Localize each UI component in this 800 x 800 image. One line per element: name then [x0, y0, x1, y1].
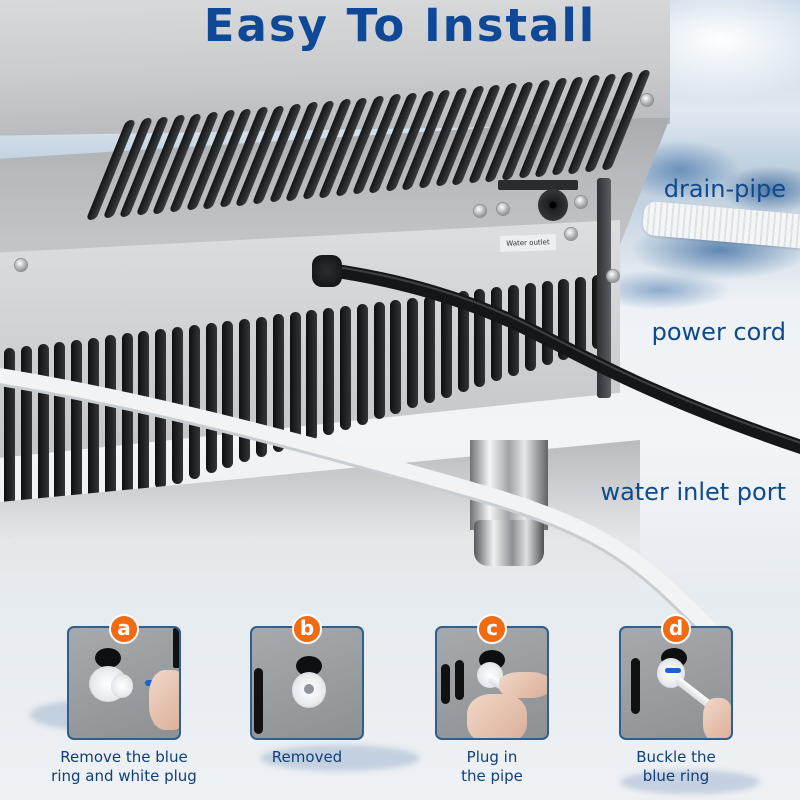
step-caption: Plug in the pipe	[461, 748, 523, 785]
step-caption: Remove the blue ring and white plug	[51, 748, 197, 785]
screw-icon	[497, 203, 509, 215]
vent-slot	[104, 335, 116, 506]
screw-icon	[15, 259, 27, 271]
vent-slot	[457, 291, 469, 393]
screw-icon	[575, 196, 587, 208]
fitting-bore	[304, 684, 314, 694]
vent-slot	[4, 348, 15, 538]
water-outlet-bracket	[498, 180, 578, 190]
callout-water-inlet-port: water inlet port	[600, 478, 786, 506]
vent-slot	[188, 324, 200, 479]
step-photo	[435, 626, 549, 740]
blue-ring	[665, 668, 681, 673]
power-cord	[323, 263, 800, 454]
vent-slot	[289, 312, 301, 447]
vent-slot	[256, 316, 267, 457]
step-c: c Plug in the pipe	[400, 614, 584, 786]
vent-slot	[356, 303, 368, 425]
step-b: b Removed	[215, 614, 399, 767]
step-caption: Removed	[271, 748, 343, 766]
screw-icon	[641, 94, 653, 106]
install-steps: a Remove the blue ring and white plug b …	[0, 614, 800, 800]
white-plug-tip	[111, 674, 133, 698]
step-badge-d: d	[661, 614, 691, 644]
step-badge-a: a	[109, 614, 139, 644]
vent-slot	[558, 278, 570, 360]
water-outlet-cap	[538, 189, 568, 221]
vent-slot	[205, 322, 217, 474]
vent-slot	[239, 318, 251, 463]
power-cord-highlight	[329, 265, 800, 444]
screw-icon	[565, 228, 577, 240]
snow-shadow	[620, 770, 760, 794]
screw-icon	[474, 205, 486, 217]
step-caption: Buckle the blue ring	[636, 748, 716, 785]
vent-slot	[306, 310, 318, 441]
vent-slot	[440, 293, 452, 398]
step-photo	[67, 626, 181, 740]
vent-slot	[222, 320, 234, 468]
vent-slot	[71, 339, 83, 517]
step-badge-b: b	[292, 614, 322, 644]
vent-slot	[254, 668, 263, 734]
hand	[149, 670, 179, 730]
port-hole	[296, 656, 322, 676]
vent-slot	[575, 276, 587, 355]
vent-slot	[121, 333, 133, 501]
vent-slot	[373, 301, 385, 420]
vent-slot	[390, 299, 402, 414]
vent-slot	[407, 297, 419, 409]
port-hole	[95, 648, 121, 668]
callout-drain-pipe: drain-pipe	[663, 175, 786, 203]
machine-side-edge	[597, 178, 611, 398]
screw-icon	[607, 270, 619, 282]
step-photo	[619, 626, 733, 740]
step-photo	[250, 626, 364, 740]
hand	[467, 694, 527, 738]
page-title: Easy To Install	[203, 0, 597, 52]
hand	[703, 698, 731, 738]
step-d: d Buckle the blue ring	[584, 614, 768, 786]
vent-slot	[631, 658, 640, 714]
vent-slot	[508, 285, 519, 376]
vent-slot	[20, 345, 32, 533]
panel-edge	[173, 628, 179, 668]
snow-shadow	[260, 745, 420, 771]
vent-slot	[88, 337, 99, 511]
vent-slot	[340, 306, 351, 430]
vent-slot	[272, 314, 284, 452]
vent-slot	[541, 280, 553, 366]
vent-slot	[491, 287, 503, 382]
vent-slot	[474, 289, 486, 387]
water-inlet-fitting	[474, 520, 544, 566]
vent-slot	[54, 341, 66, 522]
step-a: a Remove the blue ring and white plug	[32, 614, 216, 786]
water-inlet-tube-shade	[0, 383, 716, 648]
vent-slot	[323, 308, 335, 436]
callout-power-cord: power cord	[651, 318, 786, 346]
vent-slot	[424, 295, 435, 403]
vent-slot	[37, 343, 49, 528]
hand	[499, 672, 547, 698]
vent-slot	[455, 660, 464, 700]
step-badge-c: c	[477, 614, 507, 644]
water-inlet-tube	[0, 368, 729, 649]
power-cord-grommet	[312, 255, 342, 287]
vent-slot	[441, 664, 450, 704]
